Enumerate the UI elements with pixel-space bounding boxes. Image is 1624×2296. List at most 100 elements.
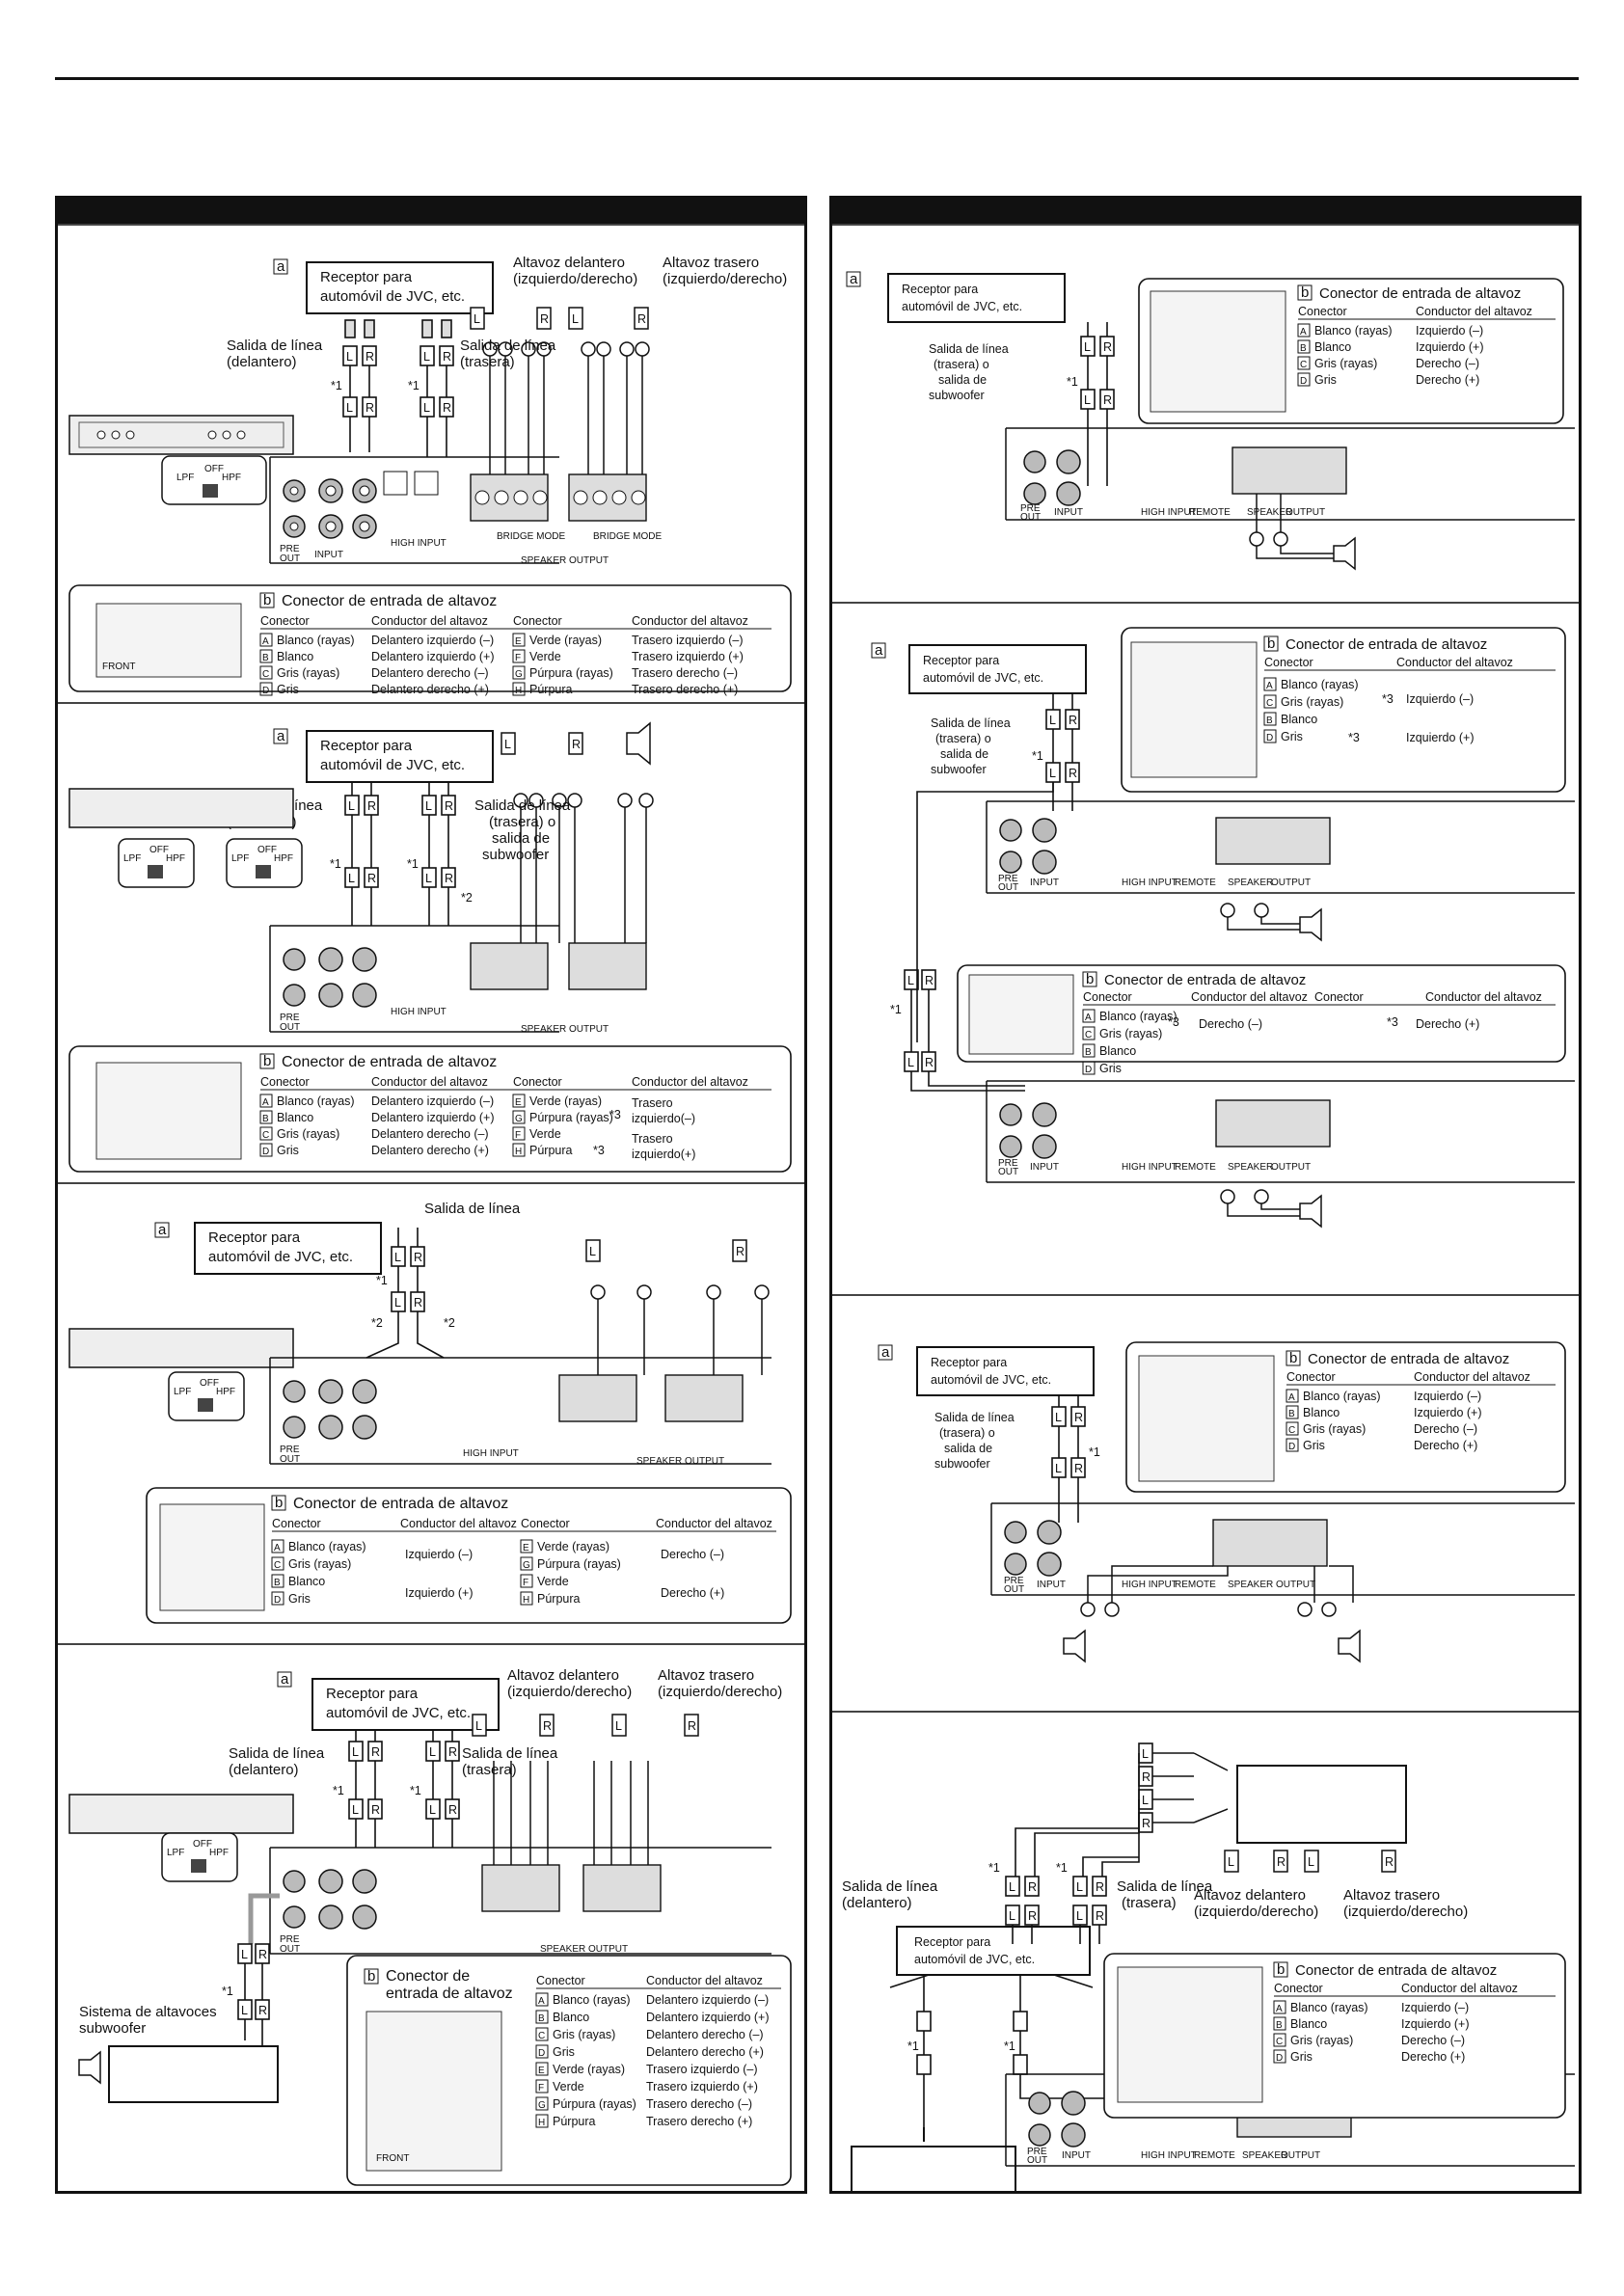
speaker-conductor: Delantero derecho (–): [371, 1127, 489, 1141]
spk-l-rear: L: [1308, 1855, 1314, 1869]
connector-key-box: [535, 2044, 549, 2059]
plug-l-1: L: [346, 350, 353, 364]
wire-color: Verde (rayas): [529, 634, 602, 647]
receiver-label-1: Receptor para: [931, 1356, 1007, 1369]
switch-slider: [203, 484, 218, 498]
connector-key-box: [512, 633, 526, 647]
connector-key: D: [1276, 2053, 1283, 2064]
plug-l-d: L: [425, 872, 432, 885]
pre-out-2b: OUT: [998, 1167, 1018, 1177]
front-line-out-label-2: (delantero): [227, 354, 297, 370]
receiver-label-2: automóvil de JVC, etc.: [914, 1953, 1035, 1966]
panel-subwoofer-out: a Receptor para automóvil de JVC, etc. S…: [58, 702, 804, 1182]
pre-out-1: PRE: [280, 1013, 300, 1023]
col-conector: Conector: [1298, 305, 1347, 318]
rear-speakers-1: Altavoz trasero: [1343, 1887, 1440, 1904]
receiver-label-2: automóvil de JVC, etc.: [931, 1373, 1051, 1387]
col-conector-2: Conector: [521, 1517, 570, 1530]
speaker-label: SPEAKER: [1247, 507, 1292, 518]
table-title: Conector de entrada de altavoz: [1295, 1962, 1497, 1979]
input-label: INPUT: [1054, 507, 1083, 518]
table-title-1: Conector de: [386, 1968, 470, 1985]
speaker-connector-callout-2: [957, 964, 1566, 1063]
sub-system-1: Sistema de altavoces: [79, 2004, 217, 2020]
wire-color: Gris (rayas): [277, 1127, 339, 1141]
switch-lpf: LPF: [167, 1848, 184, 1858]
speaker-conductor: Delantero izquierdo (–): [646, 1993, 769, 2007]
rear-sub-out-2: (trasera) o: [489, 814, 555, 830]
speaker-conductor: Derecho (–): [1414, 1422, 1477, 1436]
star1-b: *1: [890, 1003, 902, 1016]
connector-key-box: [520, 1556, 533, 1571]
connector-key: A: [274, 1543, 281, 1553]
pre-out-1: PRE: [1020, 503, 1041, 514]
star3-d: *3: [1387, 1015, 1398, 1029]
connector-key-box: [535, 2062, 549, 2076]
col-conector: Conector: [1274, 1982, 1323, 1995]
wire-color: Blanco: [1290, 2017, 1327, 2031]
pre-out-1: PRE: [1004, 1576, 1024, 1586]
spk-r: R: [572, 738, 581, 751]
spk-l-front: L: [475, 1719, 482, 1733]
speaker-conductor: Trasero derecho (+): [632, 683, 738, 696]
wire-color: Gris (rayas): [1099, 1027, 1162, 1040]
plug-r-4: R: [443, 401, 451, 415]
col-conector: Conector: [260, 1075, 310, 1089]
wire-color: Púrpura: [529, 1144, 573, 1157]
connector-key-box: [1082, 1043, 1096, 1058]
speaker-conductor: Trasero izquierdo (+): [646, 2080, 758, 2093]
output-label-b: OUTPUT: [1271, 1162, 1311, 1173]
speaker-conductor: Izquierdo (–): [1414, 1390, 1481, 1403]
col-conector-3: Conector: [1314, 990, 1364, 1004]
spk-l-front: L: [1228, 1855, 1234, 1869]
switch-hpf-a: HPF: [166, 853, 185, 864]
pre-out-2: OUT: [1004, 1584, 1024, 1595]
switch-off-a: OFF: [149, 845, 169, 855]
switch-lpf-b: LPF: [231, 853, 249, 864]
panel-four-speaker: a Receptor para automóvil de JVC, etc. S…: [58, 224, 804, 702]
table-title: Conector de entrada de altavoz: [293, 1496, 508, 1512]
connector-key-box: [1273, 2016, 1286, 2031]
der-minus: Derecho (–): [661, 1548, 724, 1561]
star1-b: *1: [410, 1784, 421, 1797]
left-column-header: [58, 199, 804, 224]
plug-l: L: [348, 799, 355, 813]
col-conductor: Conductor del altavoz: [646, 1974, 763, 1987]
wire-color: Verde (rayas): [537, 1540, 609, 1553]
connector-key: B: [262, 653, 269, 663]
connector-key: B: [1288, 1409, 1295, 1419]
wire-color: Blanco: [1314, 340, 1351, 354]
speaker-conductor: Derecho (–): [1416, 357, 1479, 370]
marker-b: b: [1289, 1350, 1297, 1366]
col-conductor-3: Conductor del altavoz: [1425, 990, 1542, 1004]
speaker-label-b: SPEAKER: [1228, 1162, 1273, 1173]
receiver-label-2: automóvil de JVC, etc.: [902, 300, 1022, 313]
connector-key: C: [262, 1130, 269, 1141]
connector-key-box: [520, 1539, 533, 1553]
col-conductor-2: Conductor del altavoz: [632, 614, 748, 628]
wire-color: Gris (rayas): [553, 2028, 615, 2041]
wire-color: Blanco: [277, 1111, 313, 1124]
star1: *1: [376, 1274, 388, 1287]
plug-l: L: [1084, 340, 1091, 354]
wire-color: Gris: [277, 1144, 299, 1157]
connector-key: A: [262, 1097, 269, 1108]
connector-key: A: [1085, 1013, 1092, 1023]
connector-key: B: [274, 1578, 281, 1588]
switch-hpf: HPF: [222, 473, 241, 483]
plug-r: R: [414, 1251, 422, 1264]
high-input-label: HIGH INPUT: [1141, 2150, 1197, 2161]
wire-color: Blanco: [1281, 713, 1317, 726]
connector-key-box: [1286, 1405, 1299, 1419]
col-conductor-2: Conductor del altavoz: [656, 1517, 772, 1530]
connector-key-box: [271, 1574, 284, 1588]
marker-b: b: [1277, 1961, 1285, 1978]
rear-sub-out-2: (trasera) o: [935, 732, 991, 745]
top-rule: [55, 77, 1579, 80]
connector-key-box: [535, 2079, 549, 2093]
connector-key-box: [512, 1094, 526, 1108]
star3-b: *3: [593, 1144, 605, 1157]
plug-r-c: R: [371, 1803, 380, 1817]
speaker-output-label: SPEAKER OUTPUT: [1228, 1580, 1315, 1590]
